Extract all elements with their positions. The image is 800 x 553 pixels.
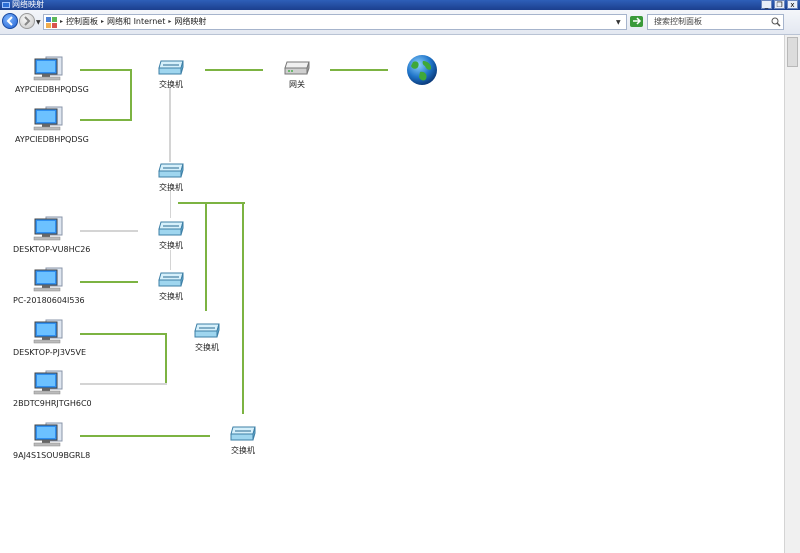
switch-label: 交换机 xyxy=(195,343,219,352)
arrow-right-icon xyxy=(24,16,31,26)
restore-button[interactable]: ❐ xyxy=(774,0,785,9)
switch-icon xyxy=(158,221,184,236)
breadcrumb-network-internet[interactable]: 网络和 Internet xyxy=(107,17,166,26)
scrollbar-thumb[interactable] xyxy=(787,37,798,67)
switch-icon xyxy=(194,323,220,338)
computer-icon xyxy=(33,216,63,241)
globe-icon xyxy=(407,55,437,85)
link-pc3-switch3 xyxy=(80,230,138,232)
switch-node[interactable]: 交换机 xyxy=(188,320,226,353)
computer-icon xyxy=(33,370,63,395)
link-pc6-switch5 xyxy=(80,383,167,385)
switch-node[interactable]: 交换机 xyxy=(152,160,190,193)
switch-node[interactable]: 交换机 xyxy=(152,57,190,90)
link-switch2-switch5-h xyxy=(178,202,245,204)
breadcrumb-network-map[interactable]: 网络映射 xyxy=(174,17,207,26)
link-pc-group2-trunk xyxy=(165,333,167,385)
link-pc1-switch1 xyxy=(80,69,132,71)
link-pc7-switch6 xyxy=(80,435,210,437)
switch-icon xyxy=(158,163,184,178)
link-pc5-switch5 xyxy=(80,333,167,335)
computer-node[interactable]: DESKTOP-VU8HC26 xyxy=(13,213,91,254)
computer-icon xyxy=(33,319,63,344)
gateway-label: 网关 xyxy=(289,80,305,89)
address-toolbar: ▼ ▸ 控制面板 ▸ 网络和 Internet ▸ 网络映射 ▼ 搜索控制面板 xyxy=(0,10,800,35)
vertical-scrollbar[interactable] xyxy=(784,35,800,553)
link-pc2-switch1 xyxy=(80,119,132,121)
computer-node[interactable]: 2BDTC9HRJTGH6C0 xyxy=(13,367,92,408)
computer-label: 9AJ4S1SOU9BGRL8 xyxy=(13,451,91,460)
internet-node[interactable] xyxy=(404,53,440,87)
history-dropdown-icon[interactable]: ▼ xyxy=(36,19,41,26)
search-icon[interactable] xyxy=(771,17,781,27)
gateway-icon xyxy=(284,61,310,75)
network-map-canvas: AYPCIEDBHPQDSG AYPCIEDBHPQDSG DESKTOP-VU… xyxy=(0,35,784,553)
link-switch1-switch2 xyxy=(169,87,171,162)
computer-label: AYPCIEDBHPQDSG xyxy=(15,85,89,94)
computer-node[interactable]: AYPCIEDBHPQDSG xyxy=(15,53,89,94)
address-dropdown-icon[interactable]: ▼ xyxy=(616,19,621,26)
computer-node[interactable]: 9AJ4S1SOU9BGRL8 xyxy=(13,419,91,460)
window-title: 网络映射 xyxy=(12,0,44,9)
computer-label: DESKTOP-VU8HC26 xyxy=(13,245,91,254)
switch-icon xyxy=(158,272,184,287)
switch-node[interactable]: 交换机 xyxy=(224,423,262,456)
computer-node[interactable]: DESKTOP-PJ3V5VE xyxy=(13,316,86,357)
computer-label: 2BDTC9HRJTGH6C0 xyxy=(13,399,92,408)
switch-icon xyxy=(230,426,256,441)
link-switch2-switch3 xyxy=(170,190,171,218)
breadcrumb-separator: ▸ xyxy=(168,18,172,25)
arrow-left-icon xyxy=(6,16,13,26)
computer-label: PC-20180604I536 xyxy=(13,296,85,305)
link-switch2-switch5-v xyxy=(205,202,207,311)
breadcrumb: ▸ 控制面板 ▸ 网络和 Internet ▸ 网络映射 xyxy=(60,15,206,29)
control-panel-icon xyxy=(46,17,57,28)
close-button[interactable]: x xyxy=(787,0,798,9)
refresh-icon xyxy=(633,17,642,25)
link-pc4-switch4 xyxy=(80,281,138,283)
switch-icon xyxy=(158,60,184,75)
gateway-node[interactable]: 网关 xyxy=(278,59,316,90)
computer-icon xyxy=(33,56,63,81)
computer-icon xyxy=(33,422,63,447)
link-pc-group-trunk xyxy=(130,69,132,121)
breadcrumb-control-panel[interactable]: 控制面板 xyxy=(66,17,99,26)
breadcrumb-separator: ▸ xyxy=(101,18,105,25)
switch-node[interactable]: 交换机 xyxy=(152,218,190,251)
search-placeholder: 搜索控制面板 xyxy=(654,17,702,26)
network-map-icon xyxy=(2,2,10,8)
minimize-button[interactable]: _ xyxy=(761,0,772,9)
search-input[interactable]: 搜索控制面板 xyxy=(647,14,784,30)
back-button[interactable] xyxy=(2,13,18,29)
title-bar: 网络映射 _ ❐ x xyxy=(0,0,800,10)
refresh-button[interactable] xyxy=(630,16,643,27)
switch-node[interactable]: 交换机 xyxy=(152,269,190,302)
computer-node[interactable]: PC-20180604I536 xyxy=(13,264,85,305)
link-switch3-switch4 xyxy=(170,250,171,270)
window-controls: _ ❐ x xyxy=(761,0,798,10)
forward-button[interactable] xyxy=(19,13,35,29)
switch-label: 交换机 xyxy=(159,80,183,89)
address-box[interactable]: ▸ 控制面板 ▸ 网络和 Internet ▸ 网络映射 xyxy=(43,14,627,30)
breadcrumb-separator: ▸ xyxy=(60,18,64,25)
link-switch2-switch6-v xyxy=(242,202,244,414)
computer-node[interactable]: AYPCIEDBHPQDSG xyxy=(15,103,89,144)
link-switch1-gateway xyxy=(205,69,263,71)
computer-icon xyxy=(33,106,63,131)
switch-label: 交换机 xyxy=(159,292,183,301)
switch-label: 交换机 xyxy=(159,183,183,192)
computer-label: AYPCIEDBHPQDSG xyxy=(15,135,89,144)
link-gateway-internet xyxy=(330,69,388,71)
computer-icon xyxy=(33,267,63,292)
switch-label: 交换机 xyxy=(159,241,183,250)
computer-label: DESKTOP-PJ3V5VE xyxy=(13,348,86,357)
switch-label: 交换机 xyxy=(231,446,255,455)
